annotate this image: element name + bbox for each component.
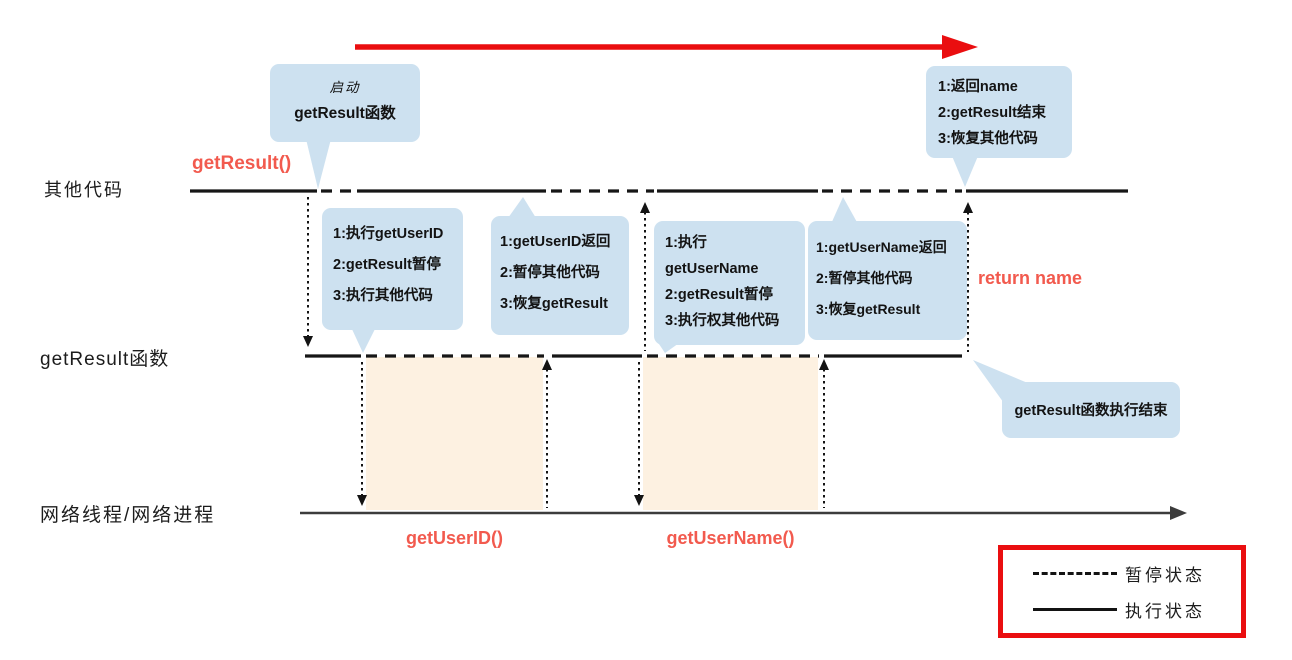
callout-line: 3:执行其他代码 (333, 288, 433, 304)
callout-getresult-execution-end: getResult函数执行结束 (1002, 382, 1180, 438)
lane-label-other-code: 其他代码 (44, 180, 124, 200)
dashed-line-sample-icon (1033, 572, 1117, 576)
callout-line: 3:恢复其他代码 (938, 131, 1038, 147)
callout-pointer (952, 156, 978, 187)
callout-getresult-finished-steps: 1:返回name 2:getResult结束 3:恢复其他代码 (926, 66, 1072, 158)
legend-row-paused: 暂停状态 (1017, 561, 1227, 586)
arrowhead-up-icon (542, 359, 552, 370)
arrowhead-up-icon (819, 359, 829, 370)
callout-line: 1:执行getUserID (333, 226, 444, 242)
callout-line: 1:getUserName返回 (816, 239, 947, 255)
label-getuserid-call: getUserID() (405, 528, 503, 548)
callout-pointer (306, 139, 331, 189)
label-getresult-call: getResult() (192, 153, 292, 174)
callout-line: getUserName (665, 261, 759, 277)
callout-line: 3:执行权其他代码 (665, 313, 780, 329)
callout-line: 1:返回name (938, 79, 1018, 95)
lane-label-network: 网络线程/网络进程 (40, 505, 216, 526)
callout-line: 3:恢复getResult (500, 296, 608, 312)
network-task-getusername-box (643, 357, 818, 510)
callout-getusername-returned: 1:getUserName返回 2:暂停其他代码 3:恢复getResult (808, 221, 967, 340)
callout-line: 2:暂停其他代码 (500, 265, 600, 281)
callout-line: getResult函数 (294, 105, 396, 122)
callout-line: 1:getUserID返回 (500, 234, 611, 250)
callout-line: 启动 (329, 80, 361, 95)
legend-box: 暂停状态 执行状态 (998, 545, 1246, 638)
callout-pointer (508, 197, 536, 218)
lane-label-getresult: getResult函数 (40, 349, 170, 370)
callout-line: 3:恢复getResult (816, 301, 921, 317)
callout-await-getuserid: 1:执行getUserID 2:getResult暂停 3:执行其他代码 (322, 208, 463, 330)
arrowhead-up-icon (640, 202, 650, 213)
solid-line-sample-icon (1033, 607, 1117, 611)
arrowhead-up-icon (963, 202, 973, 213)
callout-line: 1:执行 (665, 235, 707, 251)
time-direction-arrow (355, 35, 978, 59)
callout-getuserid-returned: 1:getUserID返回 2:暂停其他代码 3:恢复getResult (491, 216, 629, 335)
callout-line: 2:getResult暂停 (665, 287, 773, 303)
callout-line: 2:暂停其他代码 (816, 270, 913, 286)
callout-start-getresult: 启动 getResult函数 (270, 64, 420, 142)
callout-line: getResult函数执行结束 (1014, 403, 1168, 419)
label-getusername-call: getUserName() (666, 528, 795, 548)
legend-executing-label: 执行状态 (1125, 601, 1205, 621)
label-return-name: return name (978, 268, 1083, 288)
callout-await-getusername: 1:执行 getUserName 2:getResult暂停 3:执行权其他代码 (654, 221, 805, 345)
callout-pointer (831, 197, 858, 224)
network-task-getuserid-box (366, 357, 543, 510)
callout-pointer (351, 327, 376, 353)
legend-paused-label: 暂停状态 (1125, 566, 1205, 586)
legend-row-executing: 执行状态 (1017, 597, 1227, 622)
callout-line: 2:getResult结束 (938, 105, 1046, 121)
arrowhead-down-icon (303, 336, 313, 347)
callout-line: 2:getResult暂停 (333, 257, 441, 273)
